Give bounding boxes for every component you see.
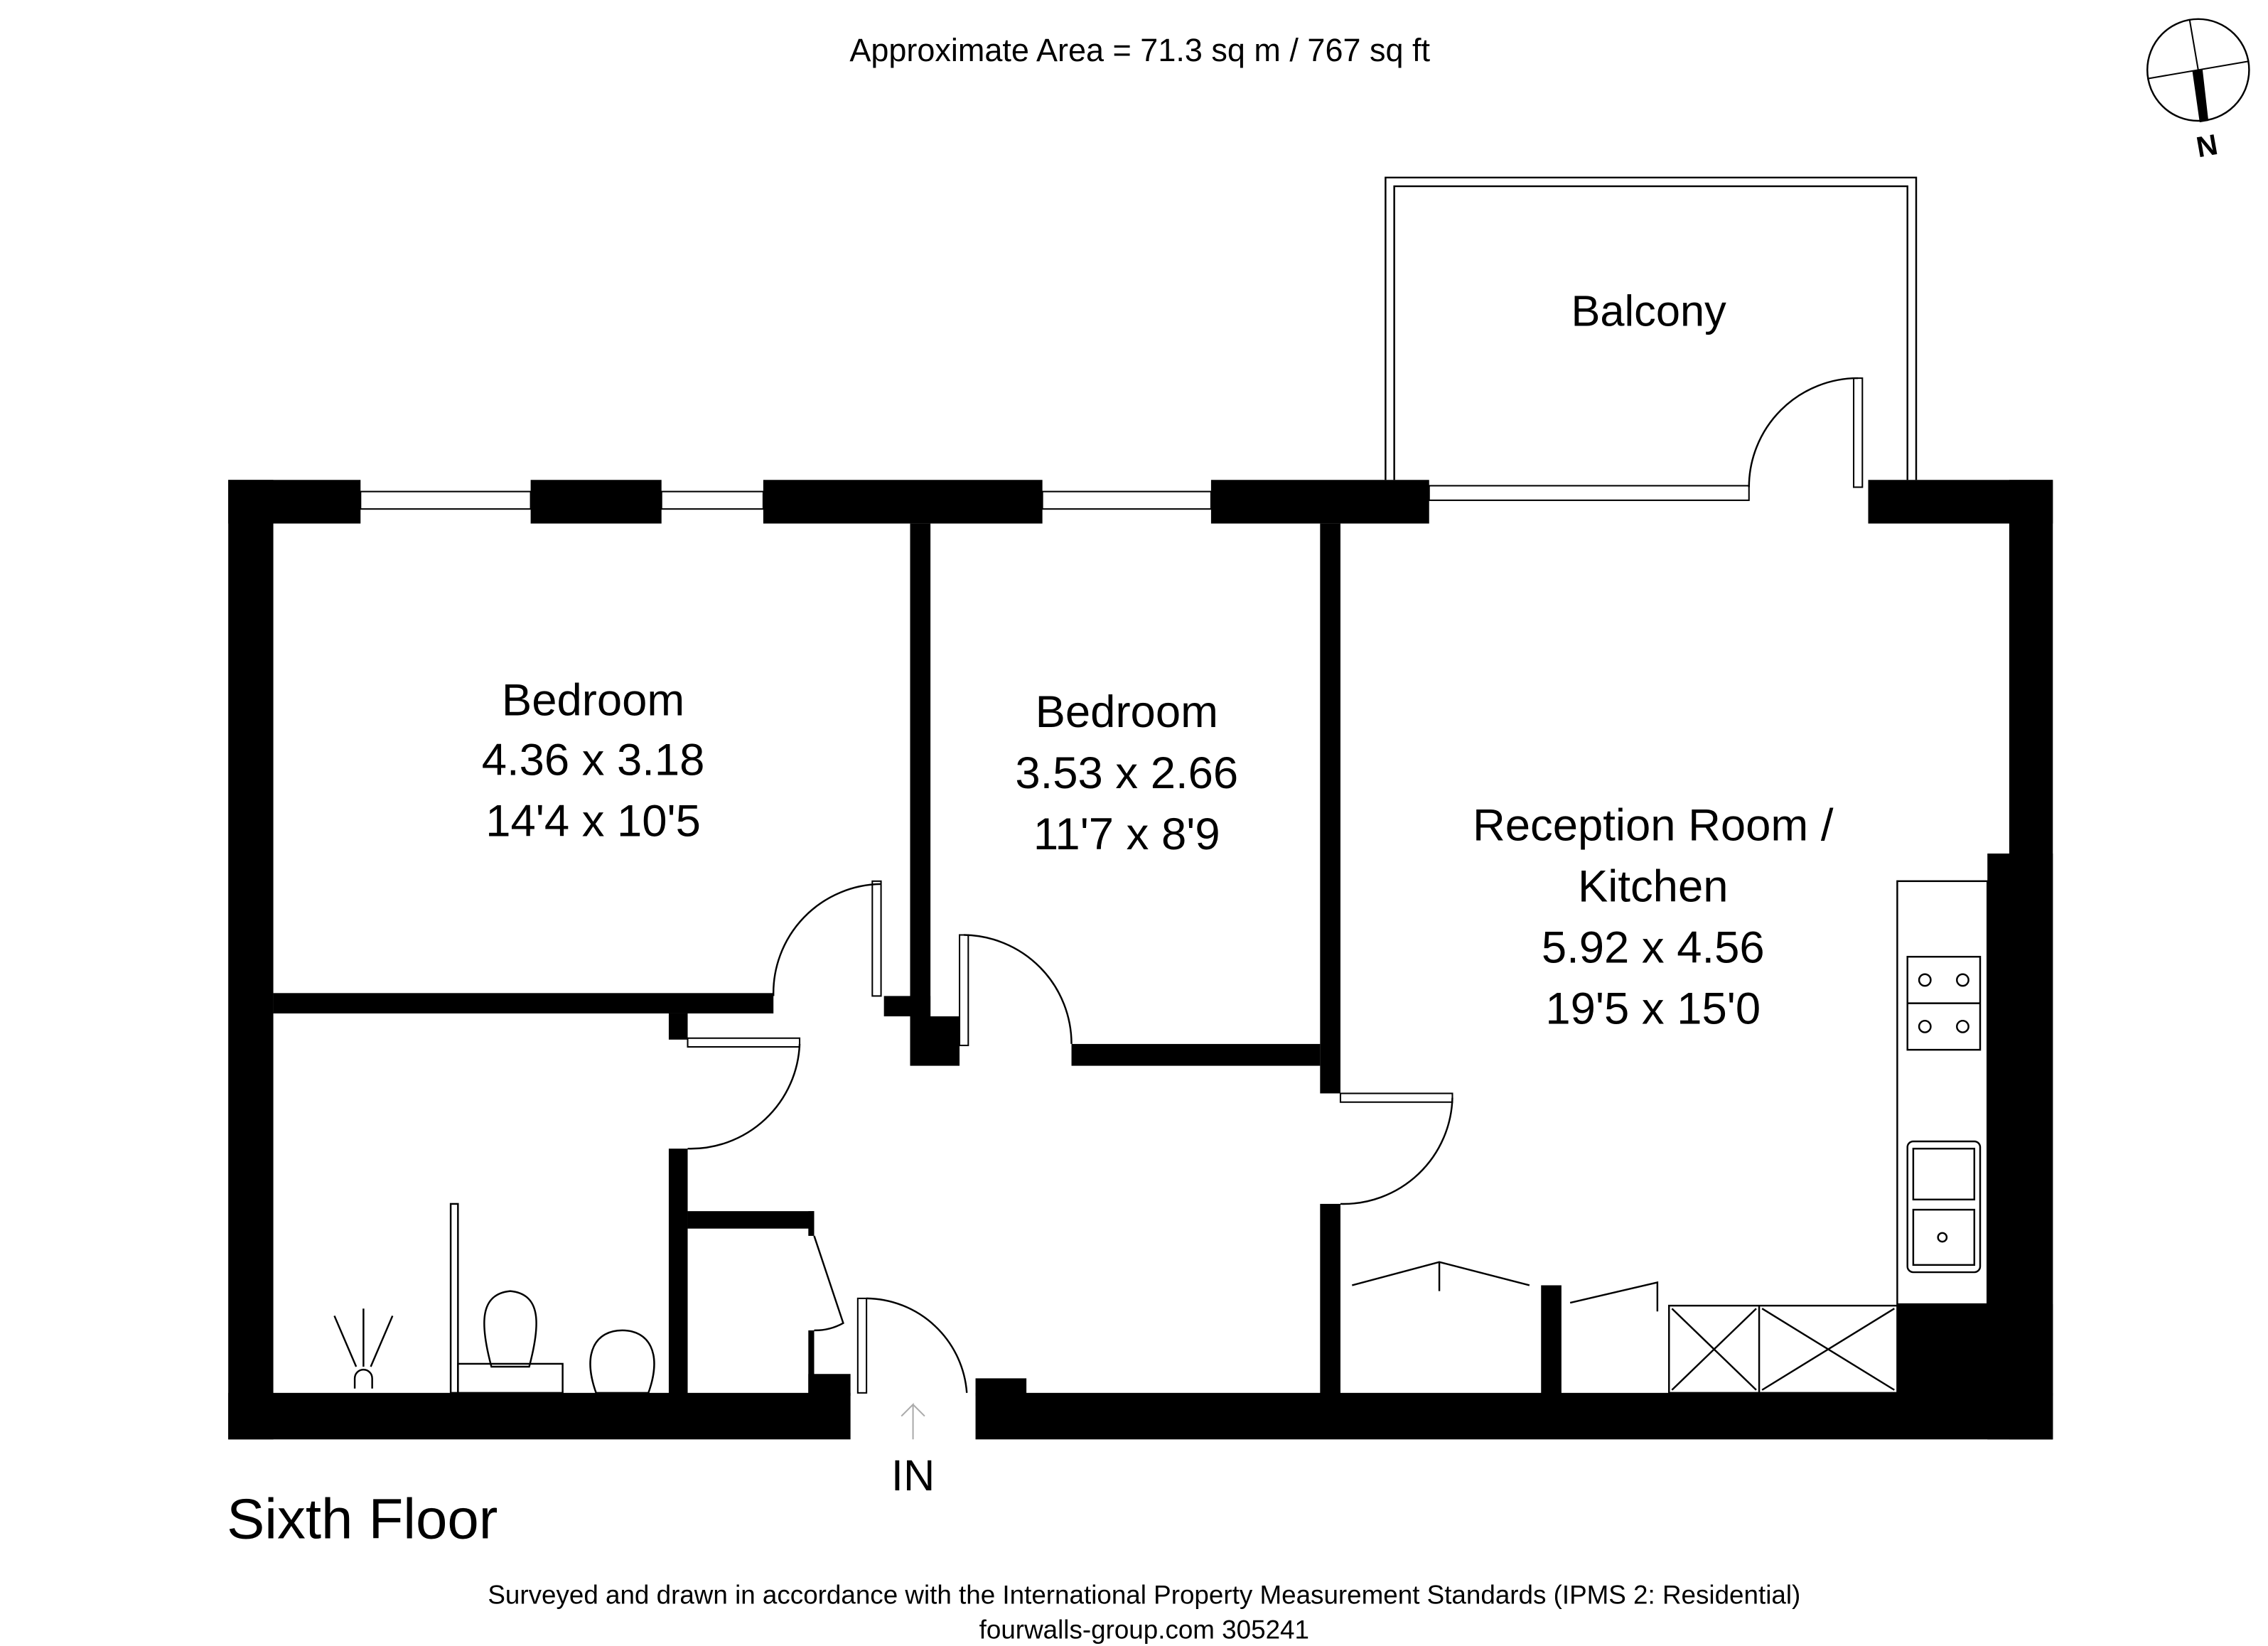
entrance-arrow-icon (901, 1402, 925, 1440)
reception-name-line2: Kitchen (1578, 861, 1729, 911)
reception-imperial: 19'5 x 15'0 (1545, 984, 1761, 1033)
balcony-label: Balcony (1571, 286, 1726, 335)
bedroom-2-name: Bedroom (1036, 687, 1218, 737)
reception-metric: 5.92 x 4.56 (1542, 922, 1765, 972)
kitchen-units (1668, 880, 1989, 1394)
approximate-area: Approximate Area = 71.3 sq m / 767 sq ft (849, 32, 1430, 68)
walls (228, 480, 2053, 1440)
footer-reference: fourwalls-group.com 305241 (979, 1615, 1309, 1645)
balcony-outline (1385, 176, 1918, 480)
bedroom-2-metric: 3.53 x 2.66 (1015, 748, 1238, 798)
windows (360, 485, 1750, 510)
bedroom-2-imperial: 11'7 x 8'9 (1033, 809, 1220, 859)
bathroom-fittings (333, 1203, 655, 1394)
doors (687, 377, 1864, 1394)
footer-statement: Surveyed and drawn in accordance with th… (488, 1580, 1800, 1609)
floor-label: Sixth Floor (227, 1487, 498, 1550)
reception-name-line1: Reception Room / (1473, 801, 1834, 851)
entrance-label: IN (891, 1451, 935, 1500)
bedroom-1-imperial: 14'4 x 10'5 (485, 796, 701, 846)
bedroom-1-name: Bedroom (502, 676, 684, 726)
compass-north-label: N (2194, 128, 2220, 163)
bedroom-1-metric: 4.36 x 3.18 (482, 735, 705, 785)
compass-icon: N (2146, 18, 2250, 163)
